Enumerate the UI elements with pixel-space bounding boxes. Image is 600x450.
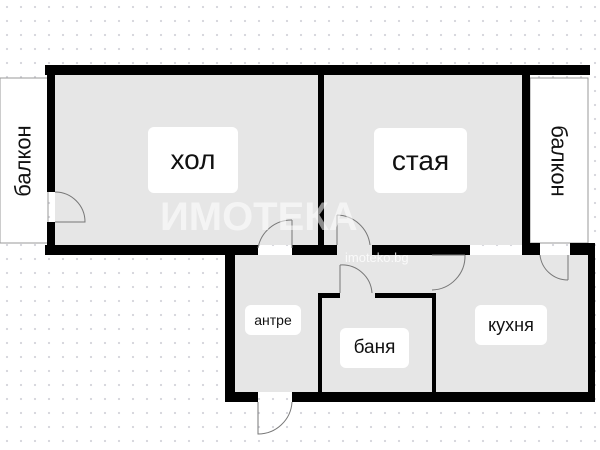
room-label-living: хол [148,127,238,193]
watermark-url: imoteko.bg [345,250,409,265]
room-label-hall: антре [245,305,301,335]
walls [45,65,595,402]
watermark-logo: ИМОТЕКА [160,195,358,239]
balcony-left-label: балкон [11,124,36,197]
balcony-left-area [0,77,49,244]
room-label-bedroom: стая [374,128,467,193]
balcony-right-label: балкон [547,124,572,197]
room-label-bathroom: баня [340,328,409,368]
doors [54,191,569,435]
balcony-right-area [529,77,589,244]
room-label-kitchen: кухня [475,305,547,345]
